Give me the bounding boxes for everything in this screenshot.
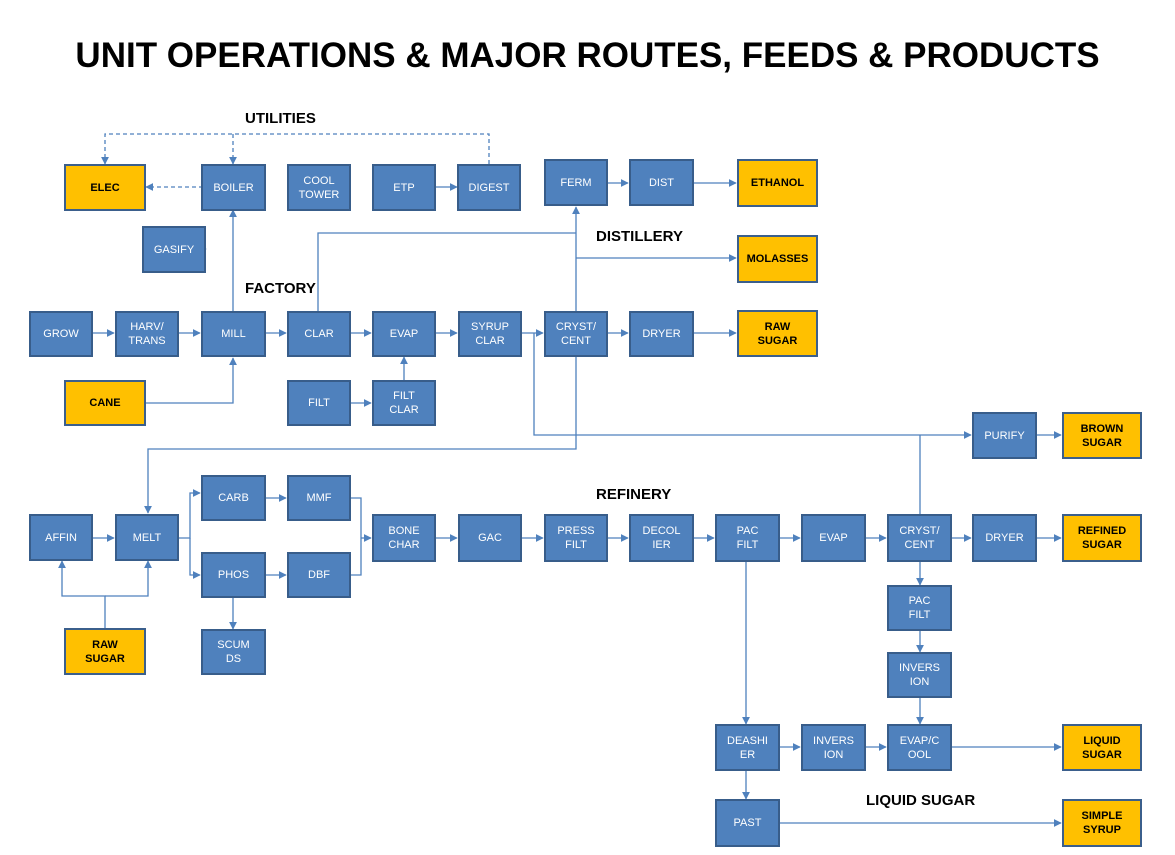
node-melt: MELT bbox=[115, 514, 179, 561]
node-raw-sugar-feed: RAW SUGAR bbox=[64, 628, 146, 675]
node-digest: DIGEST bbox=[457, 164, 521, 211]
link-rawsugar-affin bbox=[58, 560, 106, 628]
node-simple-syrup: SIMPLE SYRUP bbox=[1062, 799, 1142, 847]
node-etp: ETP bbox=[372, 164, 436, 211]
node-mmf: MMF bbox=[287, 475, 351, 521]
section-label-utilities: UTILITIES bbox=[245, 110, 316, 127]
node-dryer-refinery: DRYER bbox=[972, 514, 1037, 562]
node-brown-sugar: BROWN SUGAR bbox=[1062, 412, 1142, 459]
node-mill: MILL bbox=[201, 311, 266, 357]
node-clar: CLAR bbox=[287, 311, 351, 357]
node-deashier: DEASHI ER bbox=[715, 724, 780, 771]
section-label-refinery: REFINERY bbox=[596, 486, 672, 503]
node-dbf: DBF bbox=[287, 552, 351, 598]
node-scum-ds: SCUM DS bbox=[201, 629, 266, 675]
link-rawsugar-melt bbox=[105, 560, 152, 597]
node-elec: ELEC bbox=[64, 164, 146, 211]
node-pac-filt: PAC FILT bbox=[715, 514, 780, 562]
section-label-factory: FACTORY bbox=[245, 280, 316, 297]
link-digest-elec bbox=[101, 133, 490, 165]
link-mmf-dbf-join bbox=[351, 497, 362, 576]
node-cane: CANE bbox=[64, 380, 146, 426]
node-decol-ier: DECOL IER bbox=[629, 514, 694, 562]
node-liquid-sugar: LIQUID SUGAR bbox=[1062, 724, 1142, 771]
node-press-filt: PRESS FILT bbox=[544, 514, 608, 562]
node-ethanol: ETHANOL bbox=[737, 159, 818, 207]
node-evap-cool: EVAP/C OOL bbox=[887, 724, 952, 771]
node-purify: PURIFY bbox=[972, 412, 1037, 459]
node-cryst-cent-factory: CRYST/ CENT bbox=[544, 311, 608, 357]
node-harv-trans: HARV/ TRANS bbox=[115, 311, 179, 357]
node-dryer-factory: DRYER bbox=[629, 311, 694, 357]
node-evap-refinery: EVAP bbox=[801, 514, 866, 562]
node-inversion-2: INVERS ION bbox=[801, 724, 866, 771]
node-dist: DIST bbox=[629, 159, 694, 206]
link-melt-carb bbox=[179, 489, 201, 539]
node-phos: PHOS bbox=[201, 552, 266, 598]
node-molasses: MOLASSES bbox=[737, 235, 818, 283]
node-carb: CARB bbox=[201, 475, 266, 521]
node-cool-tower: COOL TOWER bbox=[287, 164, 351, 211]
node-cryst-cent-refinery: CRYST/ CENT bbox=[887, 514, 952, 562]
link-melt-phos bbox=[189, 538, 201, 579]
node-pac-filt-2: PAC FILT bbox=[887, 585, 952, 631]
section-label-liquid-sugar: LIQUID SUGAR bbox=[866, 792, 976, 809]
link-syrup-purify bbox=[533, 333, 972, 439]
node-affin: AFFIN bbox=[29, 514, 93, 561]
node-refined-sugar: REFINED SUGAR bbox=[1062, 514, 1142, 562]
node-filt-clar: FILT CLAR bbox=[372, 380, 436, 426]
diagram-title: UNIT OPERATIONS & MAJOR ROUTES, FEEDS & … bbox=[75, 36, 1100, 75]
node-raw-sugar-product: RAW SUGAR bbox=[737, 310, 818, 357]
node-grow: GROW bbox=[29, 311, 93, 357]
node-bone-char: BONE CHAR bbox=[372, 514, 436, 562]
node-ferm: FERM bbox=[544, 159, 608, 206]
link-cane-mill bbox=[146, 357, 237, 404]
link-clar-ferm bbox=[317, 232, 576, 312]
node-gasify: GASIFY bbox=[142, 226, 206, 273]
node-boiler: BOILER bbox=[201, 164, 266, 211]
link-cryst-melt bbox=[144, 357, 577, 514]
node-gac: GAC bbox=[458, 514, 522, 562]
node-syrup-clar: SYRUP CLAR bbox=[458, 311, 522, 357]
node-past: PAST bbox=[715, 799, 780, 847]
node-filt: FILT bbox=[287, 380, 351, 426]
node-evap-factory: EVAP bbox=[372, 311, 436, 357]
section-label-distillery: DISTILLERY bbox=[596, 228, 683, 245]
node-inversion-1: INVERS ION bbox=[887, 652, 952, 698]
